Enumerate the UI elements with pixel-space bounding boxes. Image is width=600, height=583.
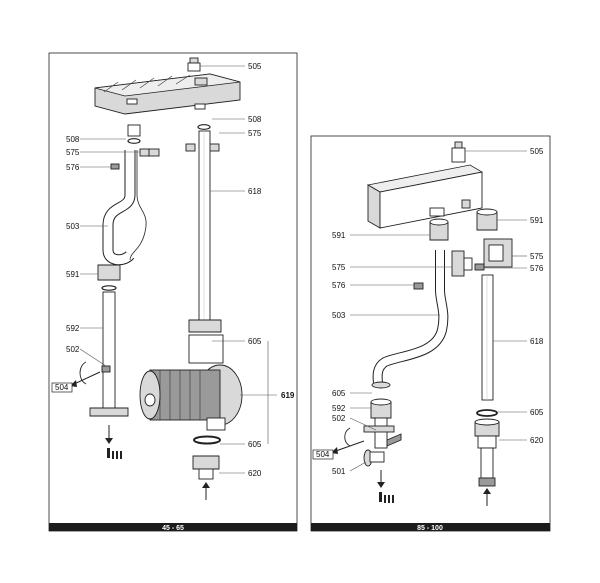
left-gasket-508b (197, 124, 211, 130)
left-gasket-605b (193, 435, 221, 445)
left-outflow-arrow (105, 425, 122, 459)
left-label-618: 618 (248, 187, 262, 196)
left-nipple-a (127, 124, 141, 137)
left-pump-619 (139, 334, 243, 431)
left-label-505: 505 (248, 62, 262, 71)
right-pipe-618 (481, 274, 494, 401)
right-label-503: 503 (332, 311, 346, 320)
right-label-502: 502 (332, 414, 346, 423)
left-gasket-591 (101, 285, 117, 291)
right-outflow-arrow (377, 470, 394, 503)
right-clip-575a (451, 250, 473, 277)
right-label-618: 618 (530, 337, 544, 346)
left-manifold (94, 73, 241, 115)
left-panel-footer-label: 45 - 65 (162, 525, 184, 532)
right-label-605a: 605 (332, 389, 346, 398)
right-pipe-592 (363, 398, 402, 467)
left-label-504: 504 (55, 383, 69, 392)
right-manifold (366, 164, 484, 229)
left-label-605a: 605 (248, 337, 262, 346)
left-label-619: 619 (281, 391, 295, 400)
right-nut-591a (429, 218, 449, 241)
left-label-502: 502 (66, 345, 80, 354)
right-fitting-620 (474, 418, 500, 487)
left-fitting-620 (192, 455, 220, 480)
right-label-592: 592 (332, 404, 346, 413)
right-gasket-605b (476, 409, 498, 417)
right-screw-576a (413, 282, 424, 290)
left-panel: 45 - 65 (48, 52, 298, 532)
left-nut-591 (97, 264, 121, 281)
right-label-576a: 576 (332, 281, 346, 290)
right-callouts: 505 591 591 575 576 575 576 503 618 605 … (312, 147, 544, 476)
right-label-605b: 605 (530, 408, 544, 417)
right-tap-502 (344, 427, 351, 447)
right-label-591b: 591 (530, 216, 544, 225)
right-label-504: 504 (316, 450, 330, 459)
right-screw-576b (474, 263, 485, 271)
left-panel-footer-bar (49, 523, 297, 531)
right-label-575a: 575 (332, 263, 346, 272)
left-label-503: 503 (66, 222, 80, 231)
left-label-508a: 508 (66, 135, 80, 144)
left-clip-575a (139, 148, 160, 157)
left-label-575b: 575 (248, 129, 262, 138)
right-label-501: 501 (332, 467, 346, 476)
left-label-605b: 605 (248, 440, 262, 449)
right-label-620: 620 (530, 436, 544, 445)
left-pipe-503 (102, 150, 147, 266)
right-label-505: 505 (530, 147, 544, 156)
left-label-591: 591 (66, 270, 80, 279)
left-label-508b: 508 (248, 115, 262, 124)
left-pipe-592 (89, 291, 129, 417)
left-label-620: 620 (248, 469, 262, 478)
left-screw-576 (110, 163, 120, 170)
left-panel-frame (48, 52, 298, 532)
right-panel-footer-bar (311, 523, 550, 531)
right-nut-591b (476, 208, 498, 231)
left-gasket-508a (127, 138, 141, 144)
right-air-vent (451, 141, 466, 163)
left-air-vent (187, 57, 201, 72)
right-label-575b: 575 (530, 252, 544, 261)
left-callouts: 505 508 575 508 575 576 618 503 591 592 … (51, 62, 295, 478)
left-inflow-arrow (202, 482, 210, 500)
right-inflow-arrow (483, 488, 491, 506)
left-label-592: 592 (66, 324, 80, 333)
right-label-591a: 591 (332, 231, 346, 240)
right-clip-575b (483, 238, 513, 268)
left-pipe-618 (188, 130, 222, 333)
right-pipe-503 (371, 250, 449, 389)
left-label-576: 576 (66, 163, 80, 172)
right-label-576b: 576 (530, 264, 544, 273)
left-label-575a: 575 (66, 148, 80, 157)
right-panel-footer-label: 85 - 100 (417, 525, 443, 532)
right-panel: 85 - 100 (310, 135, 551, 532)
